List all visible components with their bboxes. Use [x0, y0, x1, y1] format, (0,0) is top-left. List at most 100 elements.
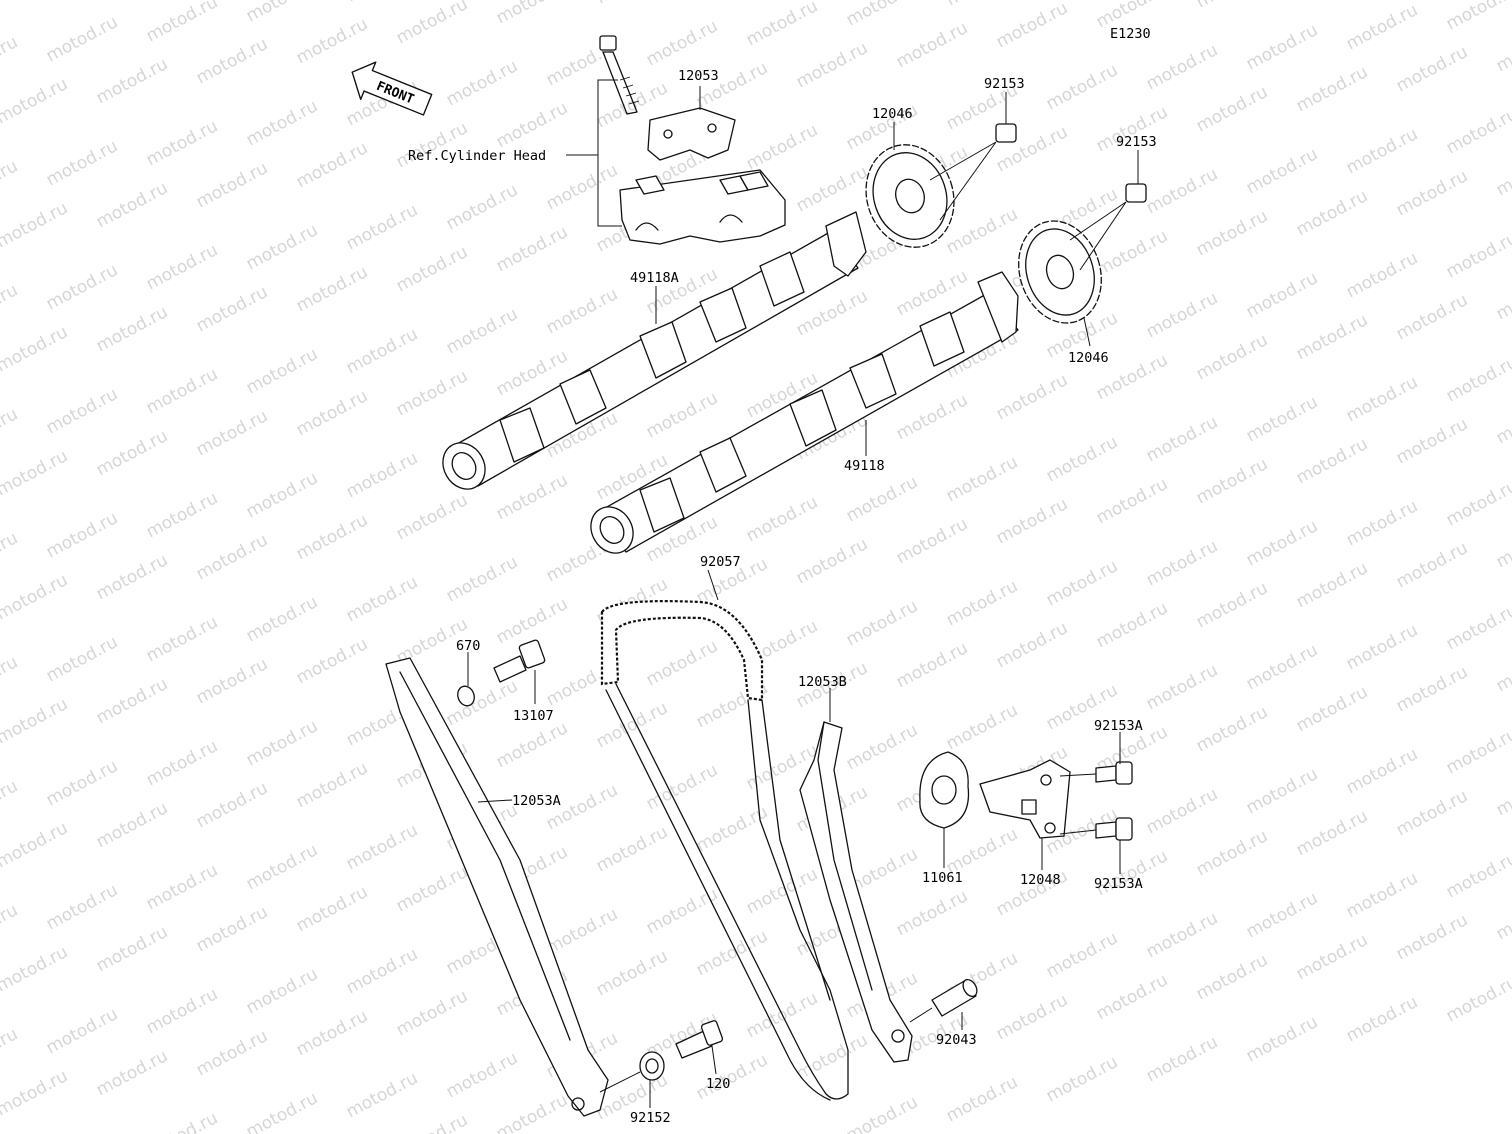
watermark-text: motod.ru	[43, 1004, 121, 1058]
watermark-text: motod.ru	[93, 1046, 171, 1100]
watermark-text: motod.ru	[1243, 1012, 1321, 1066]
chain-tensioner	[979, 759, 1071, 839]
watermark-text: motod.ru	[943, 0, 1021, 10]
watermark-text: motod.ru	[1193, 206, 1271, 260]
watermark-text: motod.ru	[293, 882, 371, 936]
watermark-text: motod.ru	[1493, 270, 1512, 324]
watermark-text: motod.ru	[193, 530, 271, 584]
watermark-text: motod.ru	[1243, 516, 1321, 570]
watermark-text: motod.ru	[1393, 290, 1471, 344]
diagram-code: E1230	[1110, 26, 1151, 42]
watermark-text: motod.ru	[1343, 0, 1421, 54]
watermark-text: motod.ru	[593, 822, 671, 876]
watermark-text: motod.ru	[593, 0, 671, 8]
watermark-text: motod.ru	[143, 612, 221, 666]
watermark-text: motod.ru	[1143, 288, 1221, 342]
watermark-text: motod.ru	[443, 676, 521, 730]
watermark-text: motod.ru	[43, 384, 121, 438]
watermark-text: motod.ru	[1443, 724, 1512, 778]
watermark-text: motod.ru	[93, 54, 171, 108]
watermark-text: motod.ru	[1393, 538, 1471, 592]
watermark-text: motod.ru	[1193, 950, 1271, 1004]
watermark-text: motod.ru	[1093, 474, 1171, 528]
watermark-text: motod.ru	[193, 282, 271, 336]
watermark-text: motod.ru	[0, 900, 21, 954]
watermark-text: motod.ru	[393, 242, 471, 296]
watermark-text: motod.ru	[443, 1048, 521, 1102]
watermark-text: motod.ru	[0, 404, 21, 458]
watermark-text: motod.ru	[1243, 764, 1321, 818]
watermark-text: motod.ru	[1443, 0, 1512, 34]
watermark-text: motod.ru	[1443, 104, 1512, 158]
watermark-text: motod.ru	[193, 34, 271, 88]
watermark-text: motod.ru	[243, 468, 321, 522]
watermark-text: motod.ru	[793, 534, 871, 588]
callout-49118A: 49118A	[630, 270, 679, 286]
watermark-text: motod.ru	[143, 240, 221, 294]
watermark-text: motod.ru	[0, 776, 21, 830]
o-ring	[457, 685, 475, 707]
watermark-text: motod.ru	[0, 74, 71, 128]
watermark-text: motod.ru	[1143, 164, 1221, 218]
watermark-text: motod.ru	[1493, 394, 1512, 448]
watermark-text: motod.ru	[0, 280, 21, 334]
watermark-text: motod.ru	[393, 0, 471, 48]
watermark-text: motod.ru	[293, 510, 371, 564]
watermark-text: motod.ru	[243, 1088, 321, 1134]
watermark-text: motod.ru	[93, 550, 171, 604]
watermark-text: motod.ru	[343, 820, 421, 874]
watermark-text: motod.ru	[1393, 166, 1471, 220]
watermark-text: motod.ru	[193, 654, 271, 708]
watermark-text: motod.ru	[843, 596, 921, 650]
watermark-text: motod.ru	[243, 840, 321, 894]
watermark-text: motod.ru	[943, 576, 1021, 630]
watermark-text: motod.ru	[0, 818, 71, 872]
watermark-text: motod.ru	[1243, 144, 1321, 198]
callout-49118: 49118	[844, 458, 885, 474]
watermark-text: motod.ru	[243, 96, 321, 150]
tensioner-gasket	[919, 751, 970, 829]
callout-12053B: 12053B	[798, 674, 847, 690]
watermark-text: motod.ru	[1193, 826, 1271, 880]
watermark-text: motod.ru	[1343, 620, 1421, 674]
chain-guide-left	[385, 657, 609, 1117]
watermark-text: motod.ru	[493, 1090, 571, 1134]
watermark-text: motod.ru	[1193, 454, 1271, 508]
watermark-text: motod.ru	[0, 322, 71, 376]
watermark-text: motod.ru	[293, 14, 371, 68]
watermark-text: motod.ru	[1143, 908, 1221, 962]
watermark-text: motod.ru	[1443, 476, 1512, 530]
front-arrow-icon: FRONT	[351, 61, 433, 116]
watermark-text: motod.ru	[193, 778, 271, 832]
watermark-text: motod.ru	[893, 390, 971, 444]
callout-13107: 13107	[513, 708, 554, 724]
watermark-text: motod.ru	[893, 514, 971, 568]
watermark-text: motod.ru	[343, 944, 421, 998]
watermark-text: motod.ru	[393, 862, 471, 916]
watermark-text: motod.ru	[1243, 640, 1321, 694]
watermark-text: motod.ru	[1093, 970, 1171, 1024]
watermark-text: motod.ru	[443, 180, 521, 234]
watermark-text: motod.ru	[693, 926, 771, 980]
watermark-text: motod.ru	[43, 12, 121, 66]
watermark-text: motod.ru	[1493, 518, 1512, 572]
watermark-text: motod.ru	[0, 198, 71, 252]
watermark-text: motod.ru	[293, 634, 371, 688]
guide-bolt	[493, 639, 546, 683]
watermark-text: motod.ru	[0, 694, 71, 748]
watermark-text: motod.ru	[0, 0, 71, 4]
watermark-text: motod.ru	[1143, 1032, 1221, 1086]
watermark-text: motod.ru	[93, 302, 171, 356]
watermark-text: motod.ru	[893, 18, 971, 72]
watermark-text: motod.ru	[43, 260, 121, 314]
watermark-text: motod.ru	[593, 698, 671, 752]
watermark-text: motod.ru	[1093, 598, 1171, 652]
watermark-text: motod.ru	[193, 902, 271, 956]
watermark-text: motod.ru	[93, 178, 171, 232]
watermark-text: motod.ru	[93, 674, 171, 728]
watermark-text: motod.ru	[543, 284, 621, 338]
watermark-text: motod.ru	[343, 1068, 421, 1122]
watermark-text: motod.ru	[0, 652, 21, 706]
guide-collar	[599, 1051, 665, 1093]
callout-92152: 92152	[630, 1110, 671, 1126]
